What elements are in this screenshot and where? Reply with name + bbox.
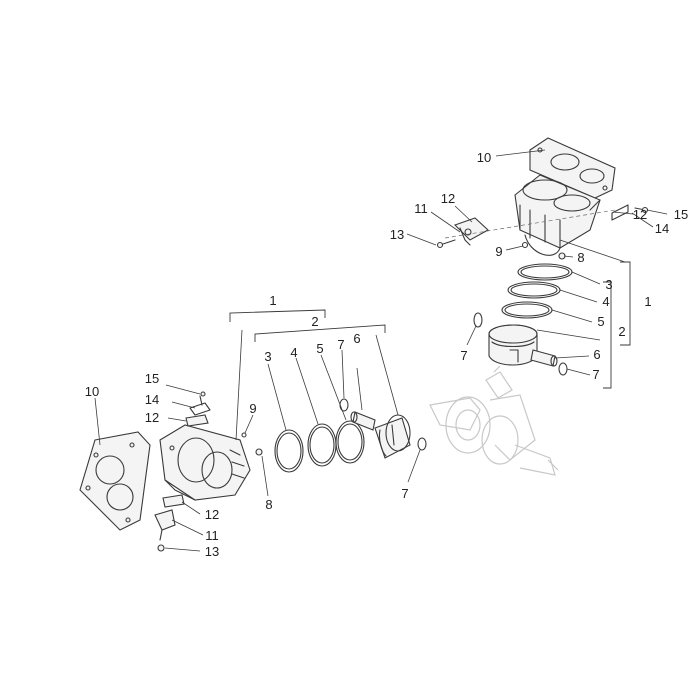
crankshaft-ghost [429, 365, 559, 476]
callout-upper-7: 7 [592, 367, 599, 382]
lower-bracket-1 [229, 309, 326, 322]
callout-upper-6: 6 [593, 347, 600, 362]
upper-o-rings [501, 263, 573, 319]
callout-upper-9: 9 [495, 244, 502, 259]
callout-lower-4: 4 [290, 345, 297, 360]
upper-small-parts [473, 204, 649, 376]
callout-upper-8: 8 [577, 250, 584, 265]
lower-bracket-2 [254, 324, 386, 342]
callout-upper-5: 5 [597, 314, 604, 329]
callout-lower-9: 9 [249, 401, 256, 416]
lower-cylinder [159, 424, 251, 501]
leader-lines [94, 149, 668, 552]
callout-lower-2: 2 [311, 314, 318, 329]
callout-upper-10: 10 [477, 150, 491, 165]
callout-upper-14: 14 [655, 221, 669, 236]
callout-upper-7b: 7 [460, 348, 467, 363]
callout-upper-15: 15 [674, 207, 688, 222]
callout-lower-14: 14 [145, 392, 159, 407]
callout-lower-12b: 12 [205, 507, 219, 522]
upper-callouts: 10 12 11 13 9 8 15 14 12 3 4 5 6 7 7 1 2 [390, 150, 688, 382]
lower-thermostat [154, 494, 185, 552]
callout-lower-7b: 7 [401, 486, 408, 501]
callout-upper-3: 3 [605, 277, 612, 292]
lower-gasket [79, 431, 151, 531]
callout-lower-8: 8 [265, 497, 272, 512]
upper-piston [488, 324, 538, 366]
callout-lower-13: 13 [205, 544, 219, 559]
lower-piston [374, 414, 411, 459]
callout-upper-4: 4 [602, 294, 609, 309]
callout-lower-15: 15 [145, 371, 159, 386]
callout-lower-5: 5 [316, 341, 323, 356]
callout-lower-3: 3 [264, 349, 271, 364]
callout-lower-1: 1 [269, 293, 276, 308]
callout-lower-12: 12 [145, 410, 159, 425]
callout-lower-11: 11 [205, 528, 219, 543]
callout-lower-7: 7 [337, 337, 344, 352]
upper-thermostat [436, 217, 489, 249]
upper-piston-pin [530, 349, 558, 367]
callout-upper-1: 1 [644, 294, 651, 309]
callout-upper-2: 2 [618, 324, 625, 339]
callout-upper-13: 13 [390, 227, 404, 242]
lower-piston-pin [350, 411, 376, 431]
callout-upper-12b: 12 [633, 207, 647, 222]
callout-lower-6: 6 [353, 331, 360, 346]
callout-upper-11: 11 [414, 201, 428, 216]
lower-small-parts [185, 391, 427, 456]
upper-axis-line [444, 209, 616, 239]
lower-o-rings [274, 420, 365, 473]
lower-callouts: 1 2 3 4 5 7 6 15 14 12 9 10 8 7 12 11 13 [85, 293, 409, 559]
callout-upper-12: 12 [441, 191, 455, 206]
upper-bracket-2 [603, 281, 612, 389]
callout-lower-10: 10 [85, 384, 99, 399]
